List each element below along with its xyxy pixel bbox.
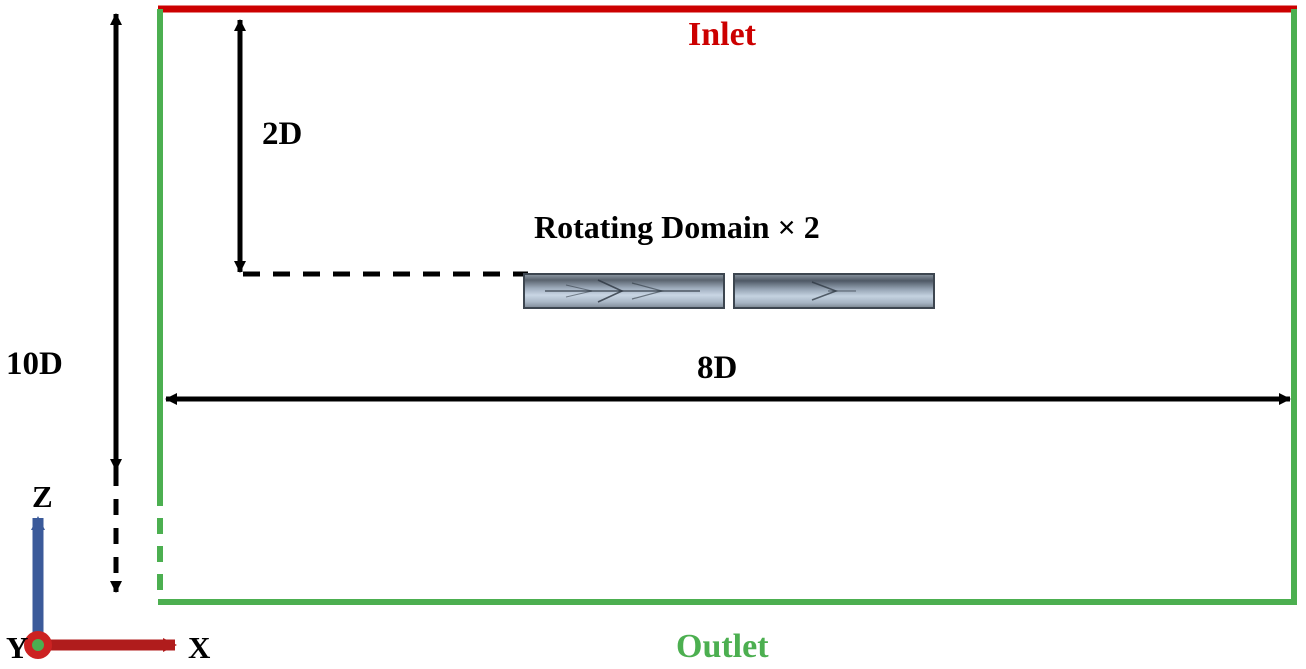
height-dimension-label: 10D [6,346,63,382]
rotating-domain-label: Rotating Domain × 2 [534,209,820,245]
length-dimension-label: 8D [697,350,738,386]
axis-triad [24,516,177,659]
axis-z-label: Z [32,479,53,514]
rotating-domain-1 [523,273,725,309]
top-offset-dimension-label: 2D [262,116,303,152]
inlet-label: Inlet [688,16,756,53]
rotating-domain-2 [733,273,935,309]
axis-y-label: Y [6,630,29,665]
axis-y-inner-dot [32,639,44,651]
axis-x-label: X [188,630,211,665]
outlet-label: Outlet [676,628,769,665]
